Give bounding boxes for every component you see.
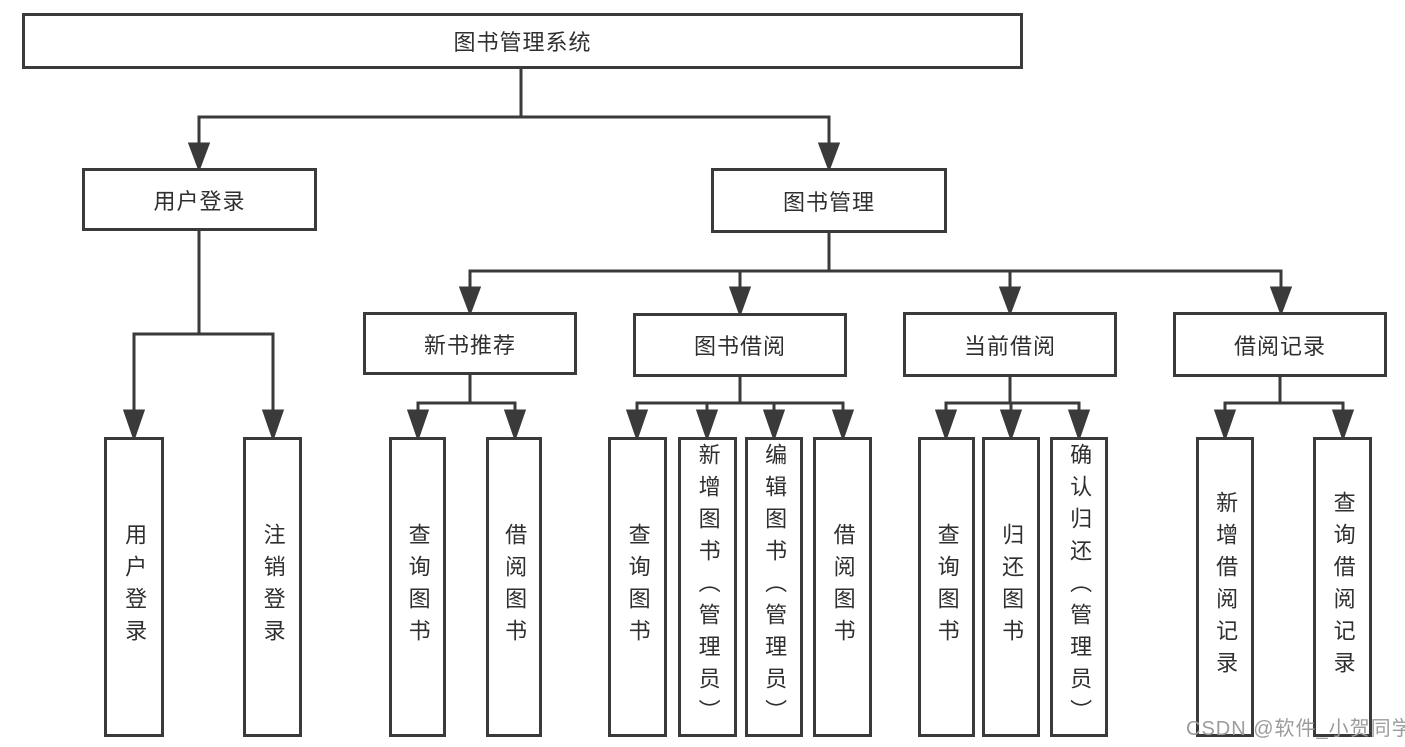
leaf-user-login: 用户登录 <box>104 437 164 737</box>
leaf-query-books-borrow: 查询图书 <box>608 437 667 737</box>
leaf-label: 用户登录 <box>122 523 148 651</box>
leaf-label: 确认归还（管理员） <box>1067 443 1093 731</box>
node-label: 图书管理 <box>782 189 875 215</box>
csdn-watermark: CSDN @软件_小贺同学 <box>1186 718 1405 740</box>
node-label: 借阅记录 <box>1233 333 1326 359</box>
node-book-borrowing: 图书借阅 <box>633 313 847 377</box>
leaf-label: 新增图书（管理员） <box>695 443 721 731</box>
arrowhead <box>187 142 211 173</box>
arrowhead <box>728 286 752 318</box>
leaf-label: 借阅图书 <box>830 523 856 651</box>
arrowhead <box>122 409 146 442</box>
arrowhead <box>1213 409 1237 442</box>
arrowhead <box>934 409 958 442</box>
node-new-book-recommendation: 新书推荐 <box>363 312 577 375</box>
leaf-confirm-return-admin: 确认归还（管理员） <box>1050 437 1108 737</box>
leaf-return-books: 归还图书 <box>982 437 1040 737</box>
arrowhead <box>1269 286 1293 317</box>
node-book-management: 图书管理 <box>711 168 947 233</box>
node-label: 用户登录 <box>153 188 246 214</box>
node-label: 当前借阅 <box>963 333 1056 359</box>
leaf-label: 注销登录 <box>260 523 286 651</box>
leaf-edit-books-admin: 编辑图书（管理员） <box>745 437 803 737</box>
leaf-label: 新增借阅记录 <box>1213 491 1239 683</box>
arrowhead <box>831 409 855 442</box>
leaf-query-borrow-record: 查询借阅记录 <box>1313 437 1372 737</box>
leaf-label: 查询图书 <box>934 523 960 651</box>
node-borrowing-records: 借阅记录 <box>1173 312 1387 377</box>
leaf-label: 查询借阅记录 <box>1330 491 1356 683</box>
node-library-management-system: 图书管理系统 <box>22 13 1023 69</box>
node-label: 图书借阅 <box>693 334 786 359</box>
node-label: 新书推荐 <box>423 332 516 358</box>
arrowhead <box>503 409 527 442</box>
leaf-query-books-current: 查询图书 <box>918 437 975 737</box>
leaf-label: 查询图书 <box>405 523 431 651</box>
leaf-label: 借阅图书 <box>502 523 528 651</box>
leaf-label: 归还图书 <box>999 523 1025 651</box>
arrowhead <box>406 409 430 442</box>
leaf-logout: 注销登录 <box>243 437 302 737</box>
arrowhead <box>261 409 285 442</box>
arrowhead <box>695 409 719 442</box>
arrowhead <box>458 286 482 317</box>
leaf-borrow-books-recommend: 借阅图书 <box>486 437 542 737</box>
node-current-borrowing: 当前借阅 <box>903 312 1117 377</box>
leaf-label: 查询图书 <box>625 523 651 651</box>
arrowhead <box>817 142 841 173</box>
arrowhead <box>998 286 1022 317</box>
leaf-label: 编辑图书（管理员） <box>762 443 788 731</box>
arrowhead <box>762 409 786 442</box>
node-label: 图书管理系统 <box>453 30 592 55</box>
leaf-add-borrow-record: 新增借阅记录 <box>1196 437 1254 737</box>
arrowhead <box>999 409 1023 442</box>
arrowhead <box>1331 409 1355 442</box>
arrowhead <box>625 409 649 442</box>
leaf-add-books-admin: 新增图书（管理员） <box>678 437 737 737</box>
leaf-query-books-recommend: 查询图书 <box>389 437 446 737</box>
leaf-borrow-books: 借阅图书 <box>813 437 872 737</box>
node-user-login: 用户登录 <box>82 168 317 231</box>
arrowhead <box>1067 409 1091 442</box>
